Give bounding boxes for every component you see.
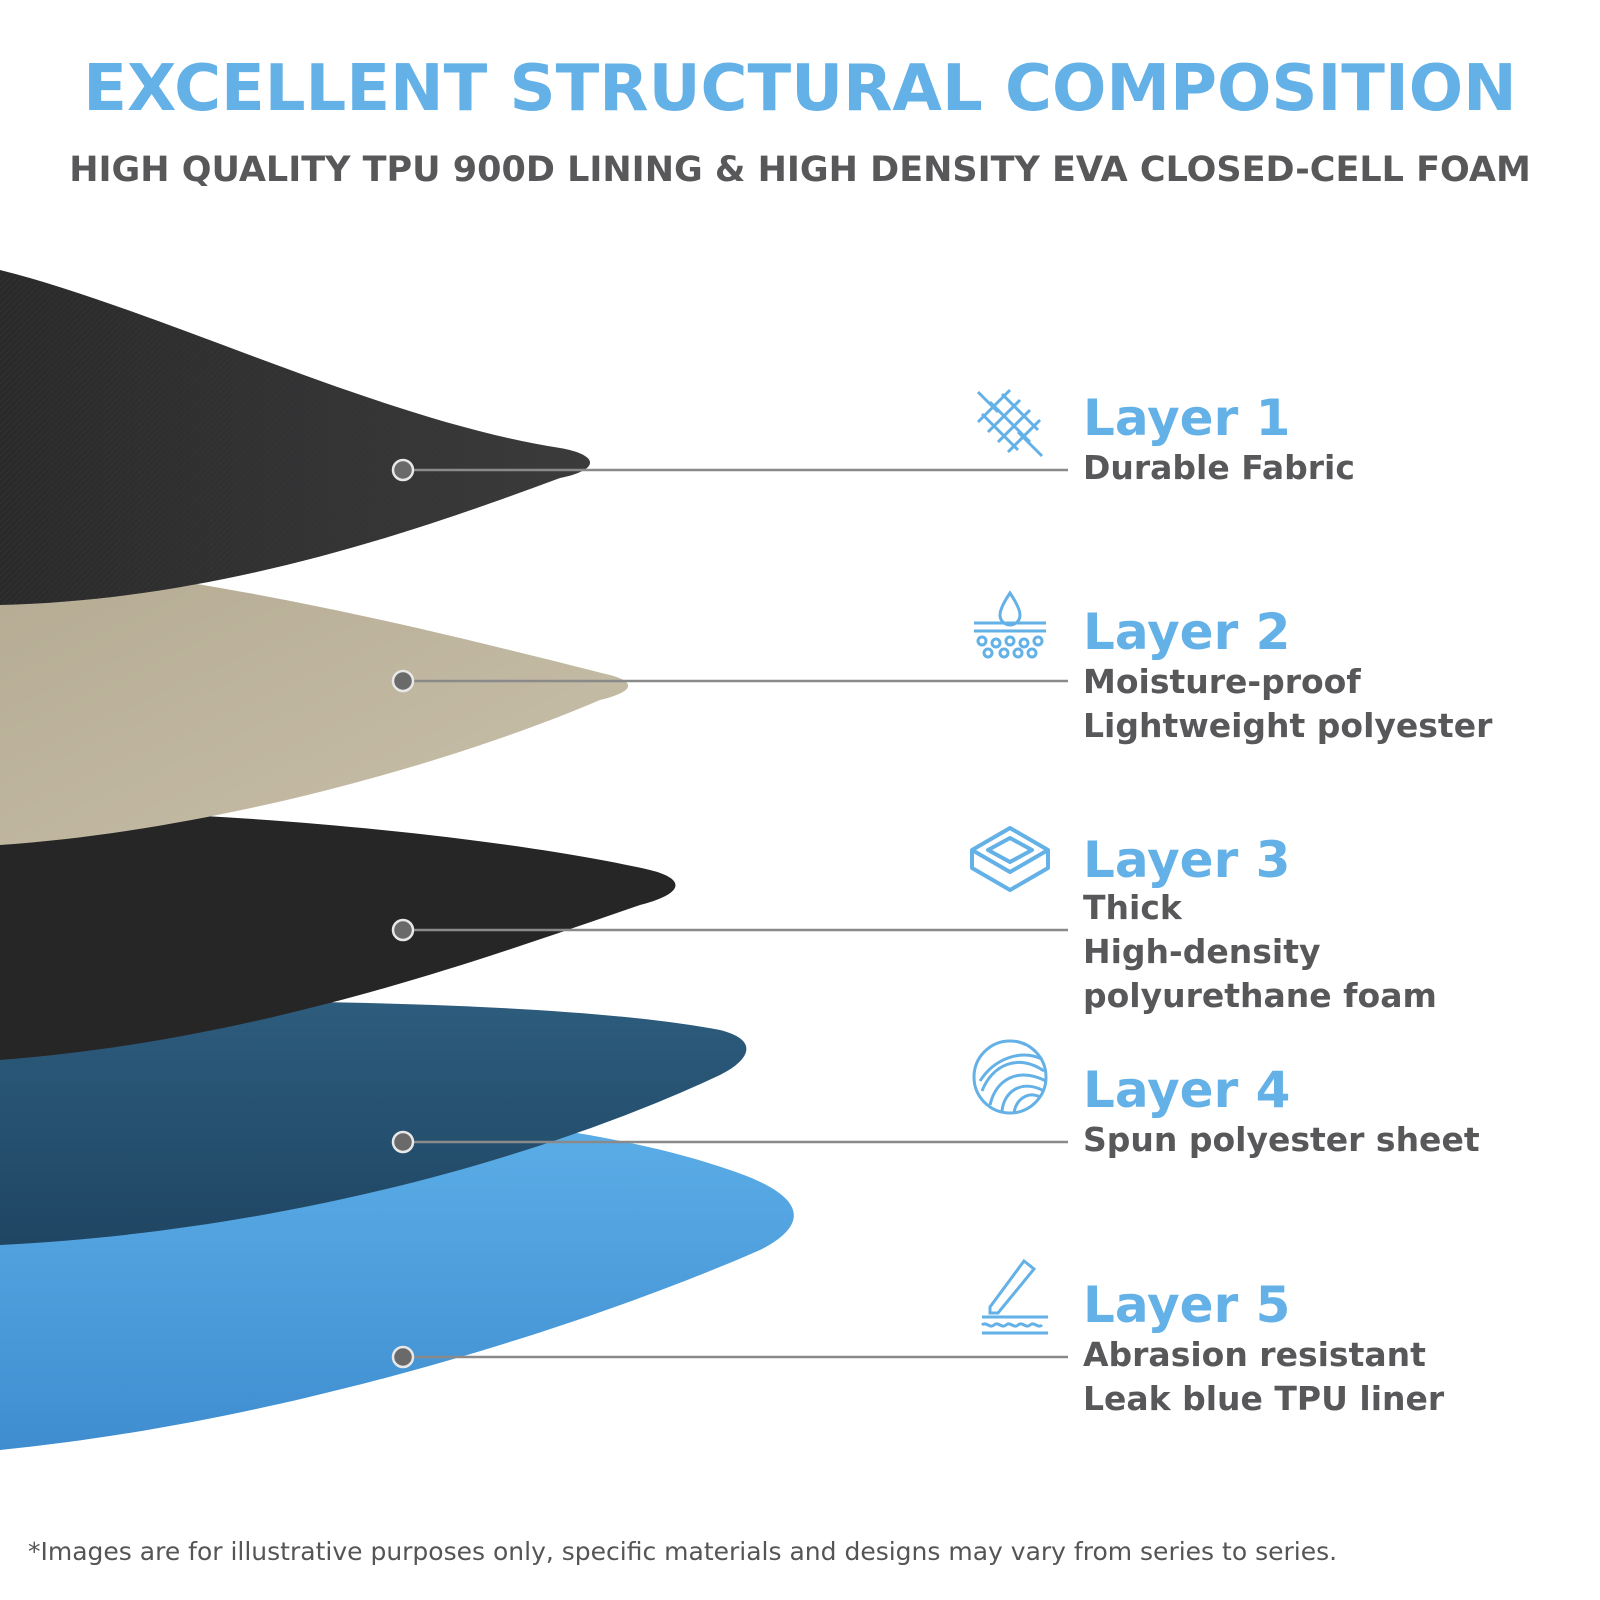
layer-3-title: Layer 3 [1083, 831, 1291, 889]
layer-4-marker-dot [391, 1130, 415, 1154]
layer-3-desc-line-1: Thick [1083, 888, 1182, 927]
layer-2-desc-line-2: Lightweight polyester [1083, 706, 1493, 745]
layer-1-marker-dot [391, 458, 415, 482]
layer-4-title: Layer 4 [1083, 1061, 1291, 1119]
mesh-fabric-icon [968, 380, 1052, 464]
layer-3-desc-line-2: High-density [1083, 932, 1321, 971]
layer-5-desc-line-2: Leak blue TPU liner [1083, 1379, 1445, 1418]
layer-5-marker-dot [391, 1345, 415, 1369]
layer-3-sheet [0, 810, 676, 1060]
layer-5-title: Layer 5 [1083, 1276, 1291, 1334]
layer-4-desc-line-1: Spun polyester sheet [1083, 1120, 1480, 1159]
layer-2-sheet [0, 560, 629, 845]
disclaimer: *Images are for illustrative purposes on… [28, 1537, 1338, 1566]
layer-4-sheet [0, 1000, 747, 1245]
layer-3-desc-line-3: polyurethane foam [1083, 976, 1437, 1015]
layer-1-title: Layer 1 [1083, 389, 1291, 447]
layer-3-marker-dot [391, 918, 415, 942]
layer-2-marker-dot [391, 669, 415, 693]
layer-2-title: Layer 2 [1083, 603, 1291, 661]
layer-1-desc-line-1: Durable Fabric [1083, 448, 1355, 487]
water-drop-membrane-icon [968, 585, 1052, 669]
scraper-blade-icon [968, 1255, 1052, 1339]
foam-block-icon [968, 820, 1052, 904]
page-subtitle: HIGH QUALITY TPU 900D LINING & HIGH DENS… [69, 150, 1531, 190]
layer-2-desc-line-1: Moisture-proof [1083, 662, 1361, 701]
layer-5-desc-line-1: Abrasion resistant [1083, 1335, 1426, 1374]
yarn-ball-icon [968, 1035, 1052, 1119]
page-title: EXCELLENT STRUCTURAL COMPOSITION [83, 52, 1517, 126]
